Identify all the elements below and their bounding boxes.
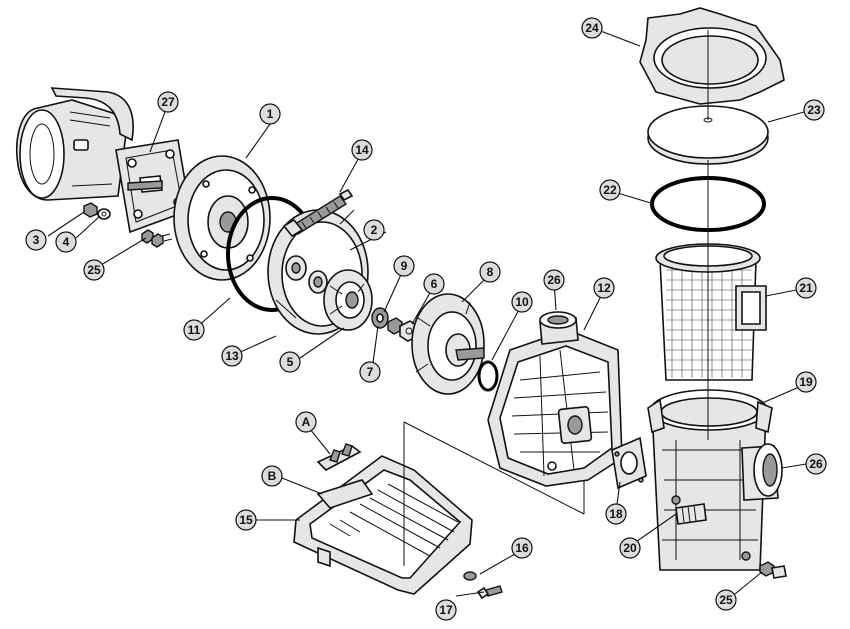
- callout-18: 18: [605, 503, 627, 525]
- callout-6: 6: [423, 273, 445, 295]
- callout-21: 21: [795, 277, 817, 299]
- callout-3: 3: [25, 229, 47, 251]
- callout-label: 26: [809, 457, 823, 471]
- shaft-seal: [285, 255, 328, 294]
- callout-10: 10: [511, 291, 533, 313]
- callout-22: 22: [599, 179, 621, 201]
- strainer-pot: [647, 389, 783, 571]
- callout-26-top: 26: [543, 269, 565, 291]
- callout-label: 13: [225, 349, 239, 363]
- callout-16: 16: [511, 537, 533, 559]
- callout-label: 23: [807, 103, 821, 117]
- callout-label: 7: [367, 365, 374, 379]
- callout-24: 24: [581, 17, 603, 39]
- diffuser: [411, 293, 485, 395]
- seal-plate: [173, 155, 271, 281]
- bolt-set: [141, 229, 173, 248]
- callout-label: 8: [487, 265, 494, 279]
- callout-8: 8: [479, 261, 501, 283]
- callout-label: 16: [515, 541, 529, 555]
- cover-lock-ring: [639, 7, 785, 105]
- callout-11: 11: [183, 319, 205, 341]
- assembly-lines: [403, 30, 709, 566]
- callout-label: 6: [431, 277, 438, 291]
- hex-nut: [83, 202, 98, 218]
- base-screw: [476, 585, 503, 600]
- housing-gasket: [611, 436, 647, 490]
- callout-17: 17: [435, 599, 457, 621]
- callout-B: B: [261, 465, 283, 487]
- callout-A: A: [295, 411, 317, 433]
- callout-label: 18: [609, 507, 623, 521]
- callout-label: 24: [585, 21, 599, 35]
- callout-label: 5: [287, 355, 294, 369]
- callout-label: 4: [63, 235, 70, 249]
- callout-label: 26: [547, 273, 561, 287]
- callout-label: 15: [239, 513, 253, 527]
- callout-label: 19: [799, 375, 813, 389]
- impeller: [323, 269, 373, 331]
- drain-plug: [759, 561, 787, 579]
- pump-housing: [487, 311, 623, 487]
- callout-label: 25: [87, 263, 101, 277]
- callout-label: 25: [719, 593, 733, 607]
- callout-23: 23: [803, 99, 825, 121]
- motor-shim-a: [316, 443, 362, 471]
- callout-4: 4: [55, 231, 77, 253]
- callout-label: 1: [267, 107, 274, 121]
- callout-19: 19: [795, 371, 817, 393]
- callout-12: 12: [593, 277, 615, 299]
- callout-label: 12: [597, 281, 611, 295]
- callout-label: 27: [161, 95, 175, 109]
- washer: [97, 208, 111, 220]
- clamp-screw: [282, 188, 354, 238]
- callout-label: B: [268, 469, 277, 483]
- callout-25-left: 25: [83, 259, 105, 281]
- callout-27: 27: [157, 91, 179, 113]
- callout-label: 20: [623, 541, 637, 555]
- callout-label: 3: [33, 233, 40, 247]
- base-washer: [463, 571, 477, 581]
- o-ring-diffuser: [477, 360, 499, 392]
- motor: [16, 87, 191, 234]
- callout-13: 13: [221, 345, 243, 367]
- callout-label: 17: [439, 603, 453, 617]
- motor-shim-b: [316, 479, 374, 509]
- callout-26-right: 26: [805, 453, 827, 475]
- callout-15: 15: [235, 509, 257, 531]
- callout-label: A: [302, 415, 311, 429]
- callout-label: 22: [603, 183, 617, 197]
- callout-9: 9: [393, 255, 415, 277]
- callout-label: 2: [371, 223, 378, 237]
- callout-7: 7: [359, 361, 381, 383]
- callout-label: 21: [799, 281, 813, 295]
- callout-label: 11: [188, 323, 201, 337]
- motor-support-base: [293, 455, 473, 595]
- impeller-washer: [371, 307, 389, 329]
- callout-5: 5: [279, 351, 301, 373]
- callout-label: 9: [401, 259, 408, 273]
- callout-25-right: 25: [715, 589, 737, 611]
- callout-2: 2: [363, 219, 385, 241]
- strainer-basket: [655, 243, 767, 381]
- callout-label: 14: [355, 143, 369, 157]
- callout-label: 10: [515, 295, 529, 309]
- strainer-cover: [647, 105, 769, 165]
- callout-20: 20: [619, 537, 641, 559]
- callout-1: 1: [259, 103, 281, 125]
- callout-14: 14: [351, 139, 373, 161]
